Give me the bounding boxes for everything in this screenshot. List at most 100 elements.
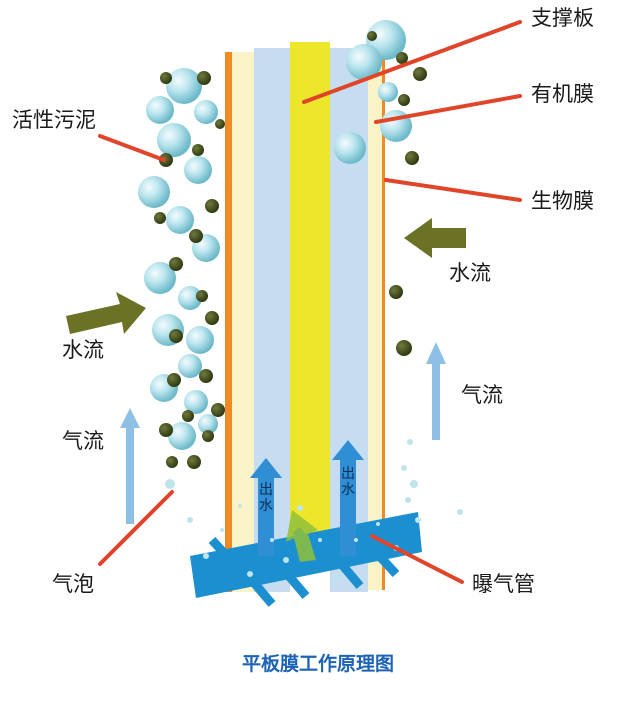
leader-support-plate xyxy=(302,20,522,104)
label-support-plate: 支撑板 xyxy=(531,6,594,30)
leader-aeration-pipe xyxy=(370,534,464,584)
label-outflow-left: 出水 xyxy=(259,482,273,514)
small-bubble xyxy=(405,497,411,503)
sludge-particle xyxy=(169,257,183,271)
air-bubble xyxy=(144,262,176,294)
air-bubble xyxy=(334,132,366,164)
membrane-assembly xyxy=(225,42,385,592)
leader-bubbles xyxy=(98,490,174,566)
label-airflow-left: 气流 xyxy=(62,429,104,453)
label-airflow-right: 气流 xyxy=(461,383,503,407)
support-plate xyxy=(290,42,330,570)
small-bubble xyxy=(376,522,380,526)
air-bubble xyxy=(146,96,174,124)
air-bubble xyxy=(346,44,382,80)
air-bubble xyxy=(186,326,214,354)
air-bubble xyxy=(378,82,398,102)
sludge-particle xyxy=(413,67,427,81)
small-bubble xyxy=(187,517,193,523)
air-bubble xyxy=(178,354,202,378)
small-bubble xyxy=(318,538,322,542)
sludge-particle xyxy=(189,229,203,243)
outflow-arrow-right xyxy=(332,440,364,556)
sludge-particle xyxy=(367,31,377,41)
outflow-arrows xyxy=(250,440,364,556)
organic-membrane-left xyxy=(232,52,254,592)
air-bubble xyxy=(178,286,202,310)
sludge-particle xyxy=(196,290,208,302)
small-bubble xyxy=(354,538,358,542)
sludge-particle xyxy=(182,410,194,422)
label-water-flow-left: 水流 xyxy=(62,338,104,362)
air-bubble xyxy=(166,206,194,234)
sludge-particle xyxy=(396,52,408,64)
sludge-particle xyxy=(398,94,410,106)
sludge-particle xyxy=(215,119,225,129)
label-activated-sludge: 活性污泥 xyxy=(12,108,96,132)
small-bubble xyxy=(247,571,253,577)
sludge-group xyxy=(154,31,427,469)
small-bubble xyxy=(407,439,413,445)
sludge-particle xyxy=(167,373,181,387)
sludge-particle xyxy=(192,144,204,156)
outflow-arrow-left xyxy=(250,458,282,556)
air-bubble xyxy=(184,390,208,414)
small-bubble xyxy=(238,504,242,508)
sludge-particle xyxy=(202,430,214,442)
label-organic-membrane: 有机膜 xyxy=(531,82,594,106)
small-bubble xyxy=(220,528,224,532)
small-bubble xyxy=(401,465,407,471)
small-bubble xyxy=(415,517,421,523)
leader-organic-membrane xyxy=(374,94,522,124)
air-bubble xyxy=(184,156,212,184)
small-bubble xyxy=(270,538,274,542)
leader-biofilm xyxy=(384,178,522,202)
air-bubble xyxy=(166,68,202,104)
sludge-particle xyxy=(205,311,219,325)
air-bubble xyxy=(198,414,218,434)
sludge-particle xyxy=(169,329,183,343)
sludge-particle xyxy=(405,151,419,165)
label-biofilm: 生物膜 xyxy=(531,189,594,213)
sludge-particle xyxy=(159,423,173,437)
water-flow-arrow-right xyxy=(404,218,466,258)
air-bubble xyxy=(168,422,196,450)
airflow-arrow-left xyxy=(120,408,140,524)
label-outflow-right: 出水 xyxy=(341,466,355,498)
leader-activated-sludge xyxy=(98,134,166,162)
sludge-particle xyxy=(396,340,412,356)
sludge-particle xyxy=(199,369,213,383)
sludge-particle xyxy=(154,212,166,224)
water-flow-arrow-left xyxy=(66,292,146,334)
sludge-particle xyxy=(197,71,211,85)
sludge-particle xyxy=(211,403,225,417)
biofilm-right xyxy=(382,42,385,590)
air-bubble xyxy=(194,100,218,124)
label-bubbles: 气泡 xyxy=(52,572,94,596)
small-bubble xyxy=(297,505,303,511)
air-bubble xyxy=(138,176,170,208)
sludge-particle xyxy=(389,285,403,299)
small-bubble xyxy=(165,479,175,489)
small-bubble xyxy=(333,573,339,579)
small-bubble xyxy=(457,509,463,515)
sludge-particle xyxy=(205,199,219,213)
label-water-flow-right: 水流 xyxy=(449,261,491,285)
small-bubble xyxy=(410,480,418,488)
label-aeration-pipe: 曝气管 xyxy=(472,572,535,596)
sludge-particle xyxy=(187,455,201,469)
leader-lines xyxy=(98,20,522,584)
small-bubble xyxy=(283,557,289,563)
airflow-arrow-right xyxy=(426,342,446,440)
diagram-caption: 平板膜工作原理图 xyxy=(241,653,394,675)
biofilm-left xyxy=(225,52,232,592)
sludge-particle xyxy=(166,456,178,468)
small-bubble-group xyxy=(165,439,463,579)
sludge-particle xyxy=(160,72,172,84)
organic-membrane-right xyxy=(368,42,382,590)
small-bubble xyxy=(203,553,209,559)
bubble-group xyxy=(138,20,412,450)
air-bubble xyxy=(157,123,191,157)
